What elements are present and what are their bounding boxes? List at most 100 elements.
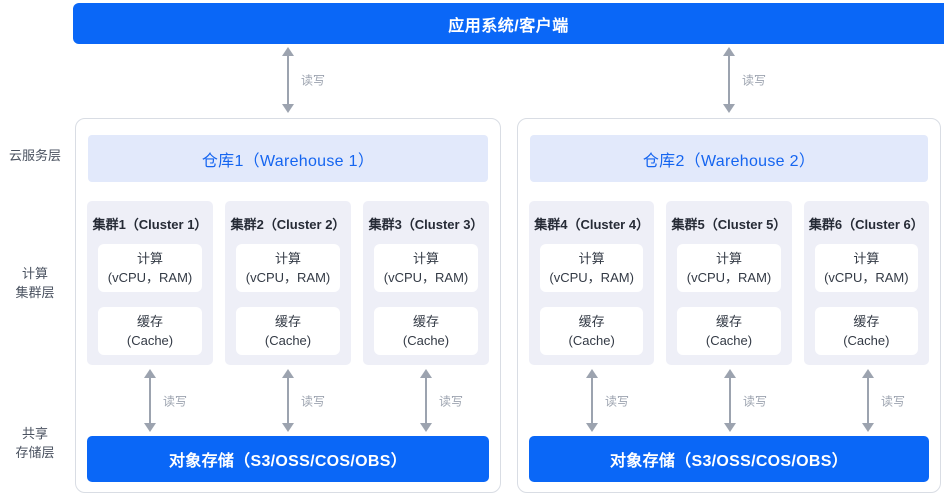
cluster1-box: 集群1（Cluster 1） 计算 (vCPU，RAM) 缓存 (Cache) bbox=[87, 201, 213, 365]
arrow-down-icon bbox=[420, 423, 432, 432]
warehouse2-object-storage-bar: 对象存储（S3/OSS/COS/OBS） bbox=[529, 436, 929, 482]
compute-node: 计算 (vCPU，RAM) bbox=[540, 244, 644, 292]
arrow-up-icon bbox=[586, 369, 598, 378]
cache-node: 缓存 (Cache) bbox=[98, 307, 202, 355]
rw-arrow-cluster3-storage: 读写 bbox=[420, 369, 463, 432]
warehouse1-cluster-row: 集群1（Cluster 1） 计算 (vCPU，RAM) 缓存 (Cache) … bbox=[87, 201, 489, 365]
cache-spec: (Cache) bbox=[264, 333, 312, 348]
cache-label: 缓存 bbox=[136, 314, 163, 329]
cluster-title: 集群4（Cluster 4） bbox=[534, 217, 650, 232]
cache-node: 缓存 (Cache) bbox=[540, 307, 644, 355]
rw-arrow-cluster2-storage: 读写 bbox=[282, 369, 325, 432]
cache-label: 缓存 bbox=[412, 314, 439, 329]
arrow-up-icon bbox=[420, 369, 432, 378]
rw-label: 读写 bbox=[743, 394, 768, 408]
cluster-title: 集群6（Cluster 6） bbox=[808, 217, 924, 232]
arrow-line bbox=[867, 376, 869, 425]
compute-spec: (vCPU，RAM) bbox=[686, 270, 772, 285]
rw-arrow-app-warehouse1: 读写 bbox=[282, 47, 325, 113]
rw-label: 读写 bbox=[163, 394, 188, 408]
layer-label-line: 集群层 bbox=[15, 285, 55, 300]
arrow-line bbox=[591, 376, 593, 425]
arrow-down-icon bbox=[282, 104, 294, 113]
rw-arrow-cluster1-storage: 读写 bbox=[144, 369, 187, 432]
warehouse2-cluster-row: 集群4（Cluster 4） 计算 (vCPU，RAM) 缓存 (Cache) … bbox=[529, 201, 929, 365]
compute-label: 计算 bbox=[715, 251, 742, 266]
layer-label-shared-storage: 共享 存储层 bbox=[6, 424, 64, 462]
warehouse1-title: 仓库1（Warehouse 1） bbox=[88, 135, 488, 182]
cache-label: 缓存 bbox=[715, 314, 742, 329]
cache-label: 缓存 bbox=[578, 314, 605, 329]
compute-label: 计算 bbox=[412, 251, 439, 266]
arrow-down-icon bbox=[724, 423, 736, 432]
warehouse1-panel: 仓库1（Warehouse 1） 集群1（Cluster 1） 计算 (vCPU… bbox=[75, 118, 501, 493]
cache-spec: (Cache) bbox=[402, 333, 450, 348]
warehouse2-panel: 仓库2（Warehouse 2） 集群4（Cluster 4） 计算 (vCPU… bbox=[517, 118, 941, 493]
compute-node: 计算 (vCPU，RAM) bbox=[677, 244, 781, 292]
compute-node: 计算 (vCPU，RAM) bbox=[236, 244, 340, 292]
compute-label: 计算 bbox=[853, 251, 880, 266]
rw-label: 读写 bbox=[439, 394, 464, 408]
cache-spec: (Cache) bbox=[705, 333, 753, 348]
cluster5-box: 集群5（Cluster 5） 计算 (vCPU，RAM) 缓存 (Cache) bbox=[666, 201, 792, 365]
arrow-down-icon bbox=[723, 104, 735, 113]
cluster6-box: 集群6（Cluster 6） 计算 (vCPU，RAM) 缓存 (Cache) bbox=[803, 201, 929, 365]
cache-spec: (Cache) bbox=[568, 333, 615, 348]
cache-node: 缓存 (Cache) bbox=[374, 307, 478, 355]
cluster-title: 集群5（Cluster 5） bbox=[671, 217, 787, 232]
app-client-bar: 应用系统/客户端 bbox=[73, 3, 944, 44]
layer-label-line: 计算 bbox=[21, 266, 48, 281]
layer-label-line: 共享 bbox=[21, 426, 48, 441]
cluster3-box: 集群3（Cluster 3） 计算 (vCPU，RAM) 缓存 (Cache) bbox=[363, 201, 489, 365]
warehouse1-object-storage-bar: 对象存储（S3/OSS/COS/OBS） bbox=[87, 436, 489, 482]
cache-node: 缓存 (Cache) bbox=[814, 307, 918, 355]
cache-label: 缓存 bbox=[853, 314, 880, 329]
arrow-down-icon bbox=[282, 423, 294, 432]
cache-node: 缓存 (Cache) bbox=[236, 307, 340, 355]
arrow-line bbox=[728, 54, 730, 106]
rw-arrow-cluster4-storage: 读写 bbox=[586, 369, 629, 432]
arrow-line bbox=[287, 376, 289, 425]
cluster-title: 集群2（Cluster 2） bbox=[230, 217, 346, 232]
arrow-up-icon bbox=[723, 47, 735, 56]
arrow-up-icon bbox=[862, 369, 874, 378]
rw-label: 读写 bbox=[301, 394, 326, 408]
warehouse2-title: 仓库2（Warehouse 2） bbox=[530, 135, 928, 182]
rw-label: 读写 bbox=[605, 394, 630, 408]
compute-label: 计算 bbox=[578, 251, 605, 266]
compute-label: 计算 bbox=[136, 251, 163, 266]
arrow-down-icon bbox=[144, 423, 156, 432]
layer-label-line: 存储层 bbox=[15, 445, 55, 460]
compute-spec: (vCPU，RAM) bbox=[383, 270, 469, 285]
compute-spec: (vCPU，RAM) bbox=[824, 270, 909, 285]
compute-label: 计算 bbox=[274, 251, 301, 266]
layer-label-cloud-service: 云服务层 bbox=[8, 148, 61, 163]
cache-label: 缓存 bbox=[274, 314, 301, 329]
arrow-down-icon bbox=[586, 423, 598, 432]
arrow-up-icon bbox=[724, 369, 736, 378]
rw-arrow-app-warehouse2: 读写 bbox=[723, 47, 766, 113]
compute-spec: (vCPU，RAM) bbox=[245, 270, 331, 285]
cache-spec: (Cache) bbox=[843, 333, 890, 348]
arrow-line bbox=[425, 376, 427, 425]
compute-node: 计算 (vCPU，RAM) bbox=[374, 244, 478, 292]
rw-arrow-cluster5-storage: 读写 bbox=[724, 369, 767, 432]
cluster-title: 集群1（Cluster 1） bbox=[92, 217, 208, 232]
cache-spec: (Cache) bbox=[126, 333, 174, 348]
layer-label-compute-cluster: 计算 集群层 bbox=[6, 264, 64, 302]
arrow-up-icon bbox=[282, 369, 294, 378]
compute-spec: (vCPU，RAM) bbox=[107, 270, 193, 285]
cache-node: 缓存 (Cache) bbox=[677, 307, 781, 355]
arrow-line bbox=[287, 54, 289, 106]
cluster2-box: 集群2（Cluster 2） 计算 (vCPU，RAM) 缓存 (Cache) bbox=[225, 201, 351, 365]
arrow-up-icon bbox=[282, 47, 294, 56]
arrow-down-icon bbox=[862, 423, 874, 432]
rw-label: 读写 bbox=[301, 73, 326, 88]
compute-spec: (vCPU，RAM) bbox=[549, 270, 634, 285]
cluster-title: 集群3（Cluster 3） bbox=[368, 217, 484, 232]
compute-node: 计算 (vCPU，RAM) bbox=[814, 244, 918, 292]
rw-arrow-cluster6-storage: 读写 bbox=[862, 369, 905, 432]
arrow-line bbox=[729, 376, 731, 425]
arrow-line bbox=[149, 376, 151, 425]
